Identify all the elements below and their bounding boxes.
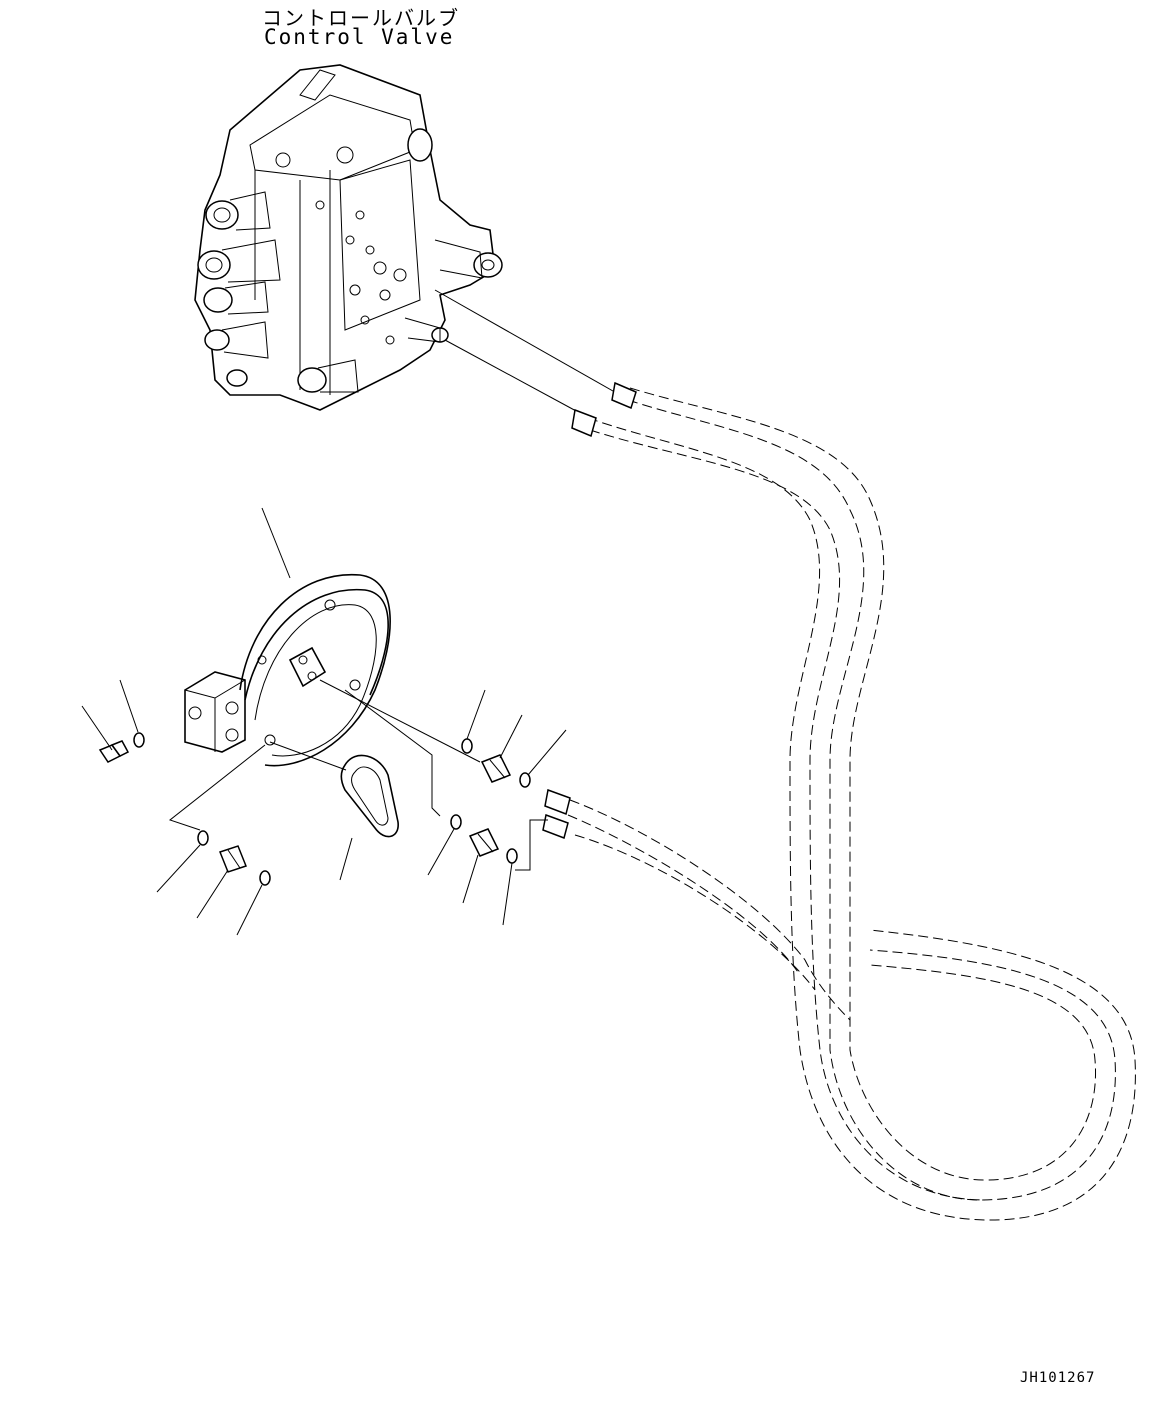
fitting-bracket-leader <box>515 819 548 871</box>
o-ring-upper-2-leader <box>527 729 567 776</box>
control-valve-assembly[interactable] <box>194 64 503 411</box>
housing-leader-port-3 <box>168 744 266 831</box>
o-ring-lower-1[interactable] <box>450 814 462 830</box>
o-ring-left[interactable] <box>133 732 145 748</box>
plug-bolt-leader <box>81 705 113 751</box>
o-ring-lower-2[interactable] <box>506 848 518 864</box>
drawing-id: JH101267 <box>1020 1370 1096 1386</box>
valve-hose-leader-1 <box>434 289 621 396</box>
hydraulic-hose-upper[interactable] <box>611 381 1116 1201</box>
o-ring-lower-left-1-leader <box>156 844 201 893</box>
hydraulic-hose-to-motor[interactable] <box>542 788 851 1021</box>
housing-leader-port-4 <box>269 741 347 771</box>
o-ring-left-leader <box>119 679 139 733</box>
o-ring-upper-1[interactable] <box>461 738 473 754</box>
control-valve-label-jp: コントロールバルブ <box>262 6 460 30</box>
o-ring-lower-2-leader <box>502 862 513 926</box>
o-ring-upper-2[interactable] <box>519 772 531 788</box>
o-ring-upper-1-leader <box>466 689 486 740</box>
elbow-fitting-lower[interactable] <box>468 828 500 857</box>
elbow-fitting-upper[interactable] <box>480 754 512 783</box>
oval-gasket[interactable] <box>340 754 399 838</box>
o-ring-lower-1-leader <box>427 828 455 876</box>
control-valve-label-en: Control Valve <box>264 25 455 49</box>
housing-leader-port-2 <box>344 689 441 817</box>
valve-hose-leader-2 <box>444 339 579 413</box>
hydraulic-hose-lower[interactable] <box>571 408 1136 1221</box>
o-ring-lower-left-2-leader <box>236 884 263 936</box>
swing-motor-housing[interactable] <box>184 573 391 767</box>
o-ring-lower-left-1[interactable] <box>197 830 209 846</box>
gasket-leader <box>339 837 353 881</box>
straight-fitting-lower-left-leader <box>196 869 229 919</box>
housing-leader-port-1 <box>319 679 481 763</box>
elbow-fitting-lower-leader <box>462 854 479 904</box>
o-ring-lower-left-2[interactable] <box>259 870 271 886</box>
plug-bolt[interactable] <box>98 740 130 763</box>
elbow-fitting-upper-leader <box>499 714 523 759</box>
housing-leader-main <box>261 507 291 579</box>
straight-fitting-lower-left[interactable] <box>219 845 247 873</box>
